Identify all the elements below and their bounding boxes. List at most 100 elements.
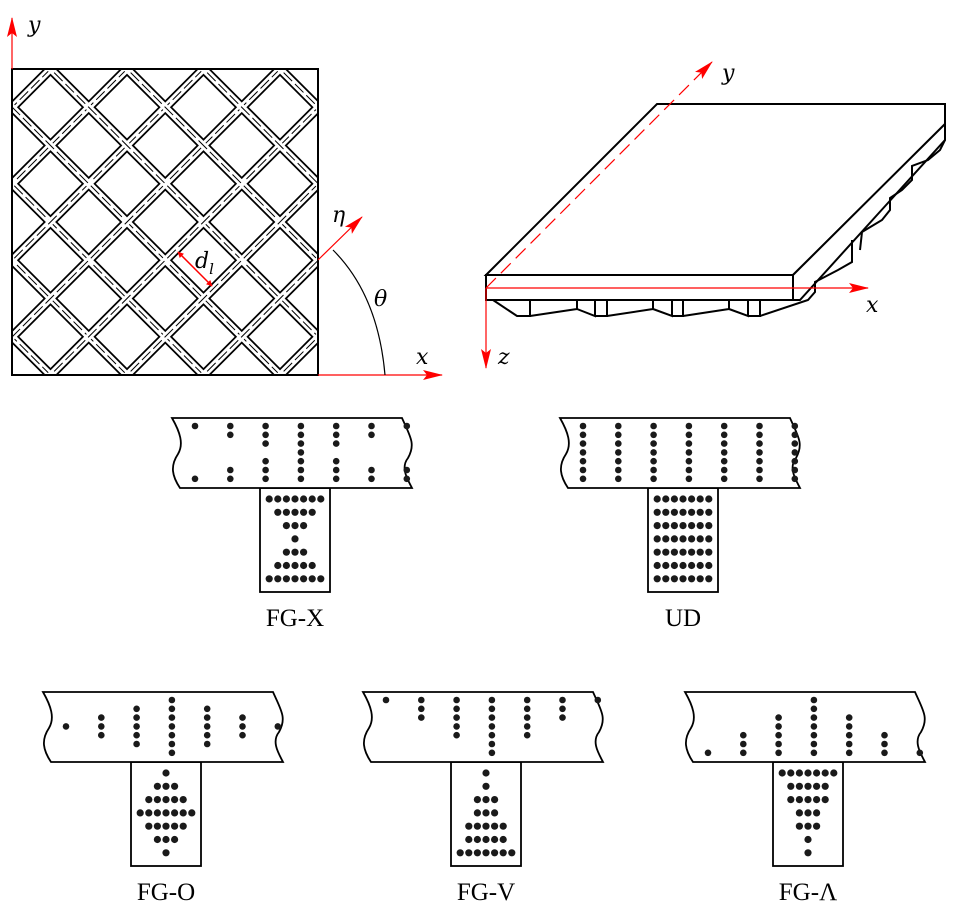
rib-centerline	[12, 69, 205, 262]
web-fiber-dot	[679, 522, 687, 530]
web-fiber-dot	[804, 849, 812, 857]
web-fiber-dot	[179, 796, 187, 804]
web-fiber-dot	[653, 548, 661, 556]
flange-fiber-dot	[845, 714, 853, 721]
web-fiber-dot	[171, 796, 179, 804]
flange-fiber-dot	[720, 440, 728, 447]
web-fiber-dot	[688, 535, 696, 543]
flange-fiber-dot	[916, 749, 924, 757]
web-fiber-dot	[804, 769, 812, 777]
web-fiber-dot	[688, 522, 696, 530]
web-fiber-dot	[795, 796, 804, 804]
web-fiber-dot	[491, 809, 499, 817]
web-fiber-dot	[162, 822, 170, 830]
web-fiber-dot	[696, 508, 704, 516]
flange-fiber-dot	[488, 723, 496, 730]
web-fiber-dot	[804, 809, 812, 817]
section-label: FG-Λ	[779, 879, 837, 906]
flange-fiber-dot	[559, 696, 566, 704]
theta-label: θ	[374, 287, 387, 312]
flange-fiber-dot	[262, 422, 269, 430]
web-fiber-dot	[308, 495, 316, 503]
web-fiber-dot	[291, 508, 299, 516]
web-fiber-dot	[705, 495, 713, 503]
web-fiber-dot	[804, 835, 812, 844]
flange-fiber-dot	[191, 475, 199, 483]
web-fiber-dot	[145, 822, 153, 830]
flange-fiber-dot	[810, 740, 818, 748]
flange-fiber-dot	[650, 475, 657, 483]
web-fiber-dot	[499, 822, 507, 830]
flange-fiber-dot	[488, 705, 496, 713]
web-fiber-dot	[787, 769, 795, 777]
web-fiber-dot	[317, 575, 325, 583]
flange-fiber-dot	[332, 457, 340, 465]
web-fiber-dot	[282, 495, 290, 503]
web-fiber-dot	[653, 508, 661, 516]
plate-top-face	[483, 103, 946, 276]
web-fiber-dot	[813, 822, 821, 830]
flange-fiber-dot	[579, 431, 587, 439]
web-fiber-dot	[473, 796, 481, 804]
web-fiber-dot	[291, 548, 299, 556]
flange-fiber-dot	[579, 449, 587, 456]
web-fiber-dot	[696, 535, 704, 543]
web-fiber-dot	[696, 522, 704, 530]
web-fiber-dot	[145, 809, 153, 817]
web-fiber-dot	[696, 548, 704, 556]
web-fiber-dot	[171, 835, 179, 844]
flange-fiber-dot	[740, 749, 747, 757]
web-fiber-dot	[171, 809, 179, 817]
web-fiber-dot	[804, 796, 812, 804]
web-fiber-dot	[171, 822, 179, 830]
flange-fiber-dot	[615, 466, 622, 474]
flange-fiber-dot	[297, 431, 305, 439]
plan-view: y x η θ dl	[6, 13, 443, 380]
flange-fiber-dot	[227, 422, 234, 430]
web-fiber-dot	[300, 548, 308, 556]
web-fiber-dot	[456, 849, 464, 857]
rib-centerline	[202, 69, 318, 185]
flange-fiber-dot	[756, 466, 763, 474]
web-fiber-dot	[265, 495, 273, 503]
rib-centerline	[126, 183, 318, 375]
flange-fiber-dot	[203, 740, 211, 748]
web-fiber-dot	[153, 796, 161, 804]
web-fiber-dot	[670, 508, 679, 516]
web-fiber-dot	[482, 822, 490, 830]
web-fiber-dot	[162, 835, 170, 844]
web-fiber-dot	[508, 849, 516, 857]
flange-fiber-dot	[382, 696, 390, 704]
flange-fiber-dot	[453, 714, 460, 721]
flange-fiber-dot	[740, 731, 747, 739]
web-fiber-dot	[705, 575, 713, 583]
web-fiber-dot	[830, 769, 838, 777]
flange-fiber-dot	[685, 431, 693, 439]
flange-fiber-dot	[756, 457, 763, 465]
flange-fiber-dot	[756, 431, 763, 439]
web-fiber-dot	[473, 835, 481, 844]
web-fiber-dot	[465, 822, 473, 830]
flange-fiber-dot	[740, 740, 747, 748]
flange-fiber-dot	[168, 749, 176, 757]
flange-fiber-dot	[559, 714, 566, 721]
web-fiber-dot	[482, 796, 490, 804]
flange-fiber-dot	[523, 696, 531, 704]
flange-fiber-dot	[791, 440, 799, 447]
web-fiber-dot	[804, 782, 812, 790]
web-fiber-dot	[482, 835, 490, 844]
web-fiber-dot	[171, 782, 179, 790]
web-fiber-dot	[813, 796, 821, 804]
flange-fiber-dot	[523, 731, 531, 739]
web-fiber-dot	[679, 508, 687, 516]
flange-fiber-dot	[650, 457, 657, 465]
web-fiber-dot	[473, 822, 481, 830]
flange-fiber-dot	[368, 431, 375, 439]
flange-fiber-dot	[368, 466, 375, 474]
flange-fiber-dot	[775, 714, 782, 721]
flange	[558, 417, 802, 489]
flange-fiber-dot	[720, 466, 728, 474]
iso-view: x y z	[481, 61, 946, 370]
web-fiber-dot	[787, 796, 795, 804]
flange	[361, 691, 605, 763]
